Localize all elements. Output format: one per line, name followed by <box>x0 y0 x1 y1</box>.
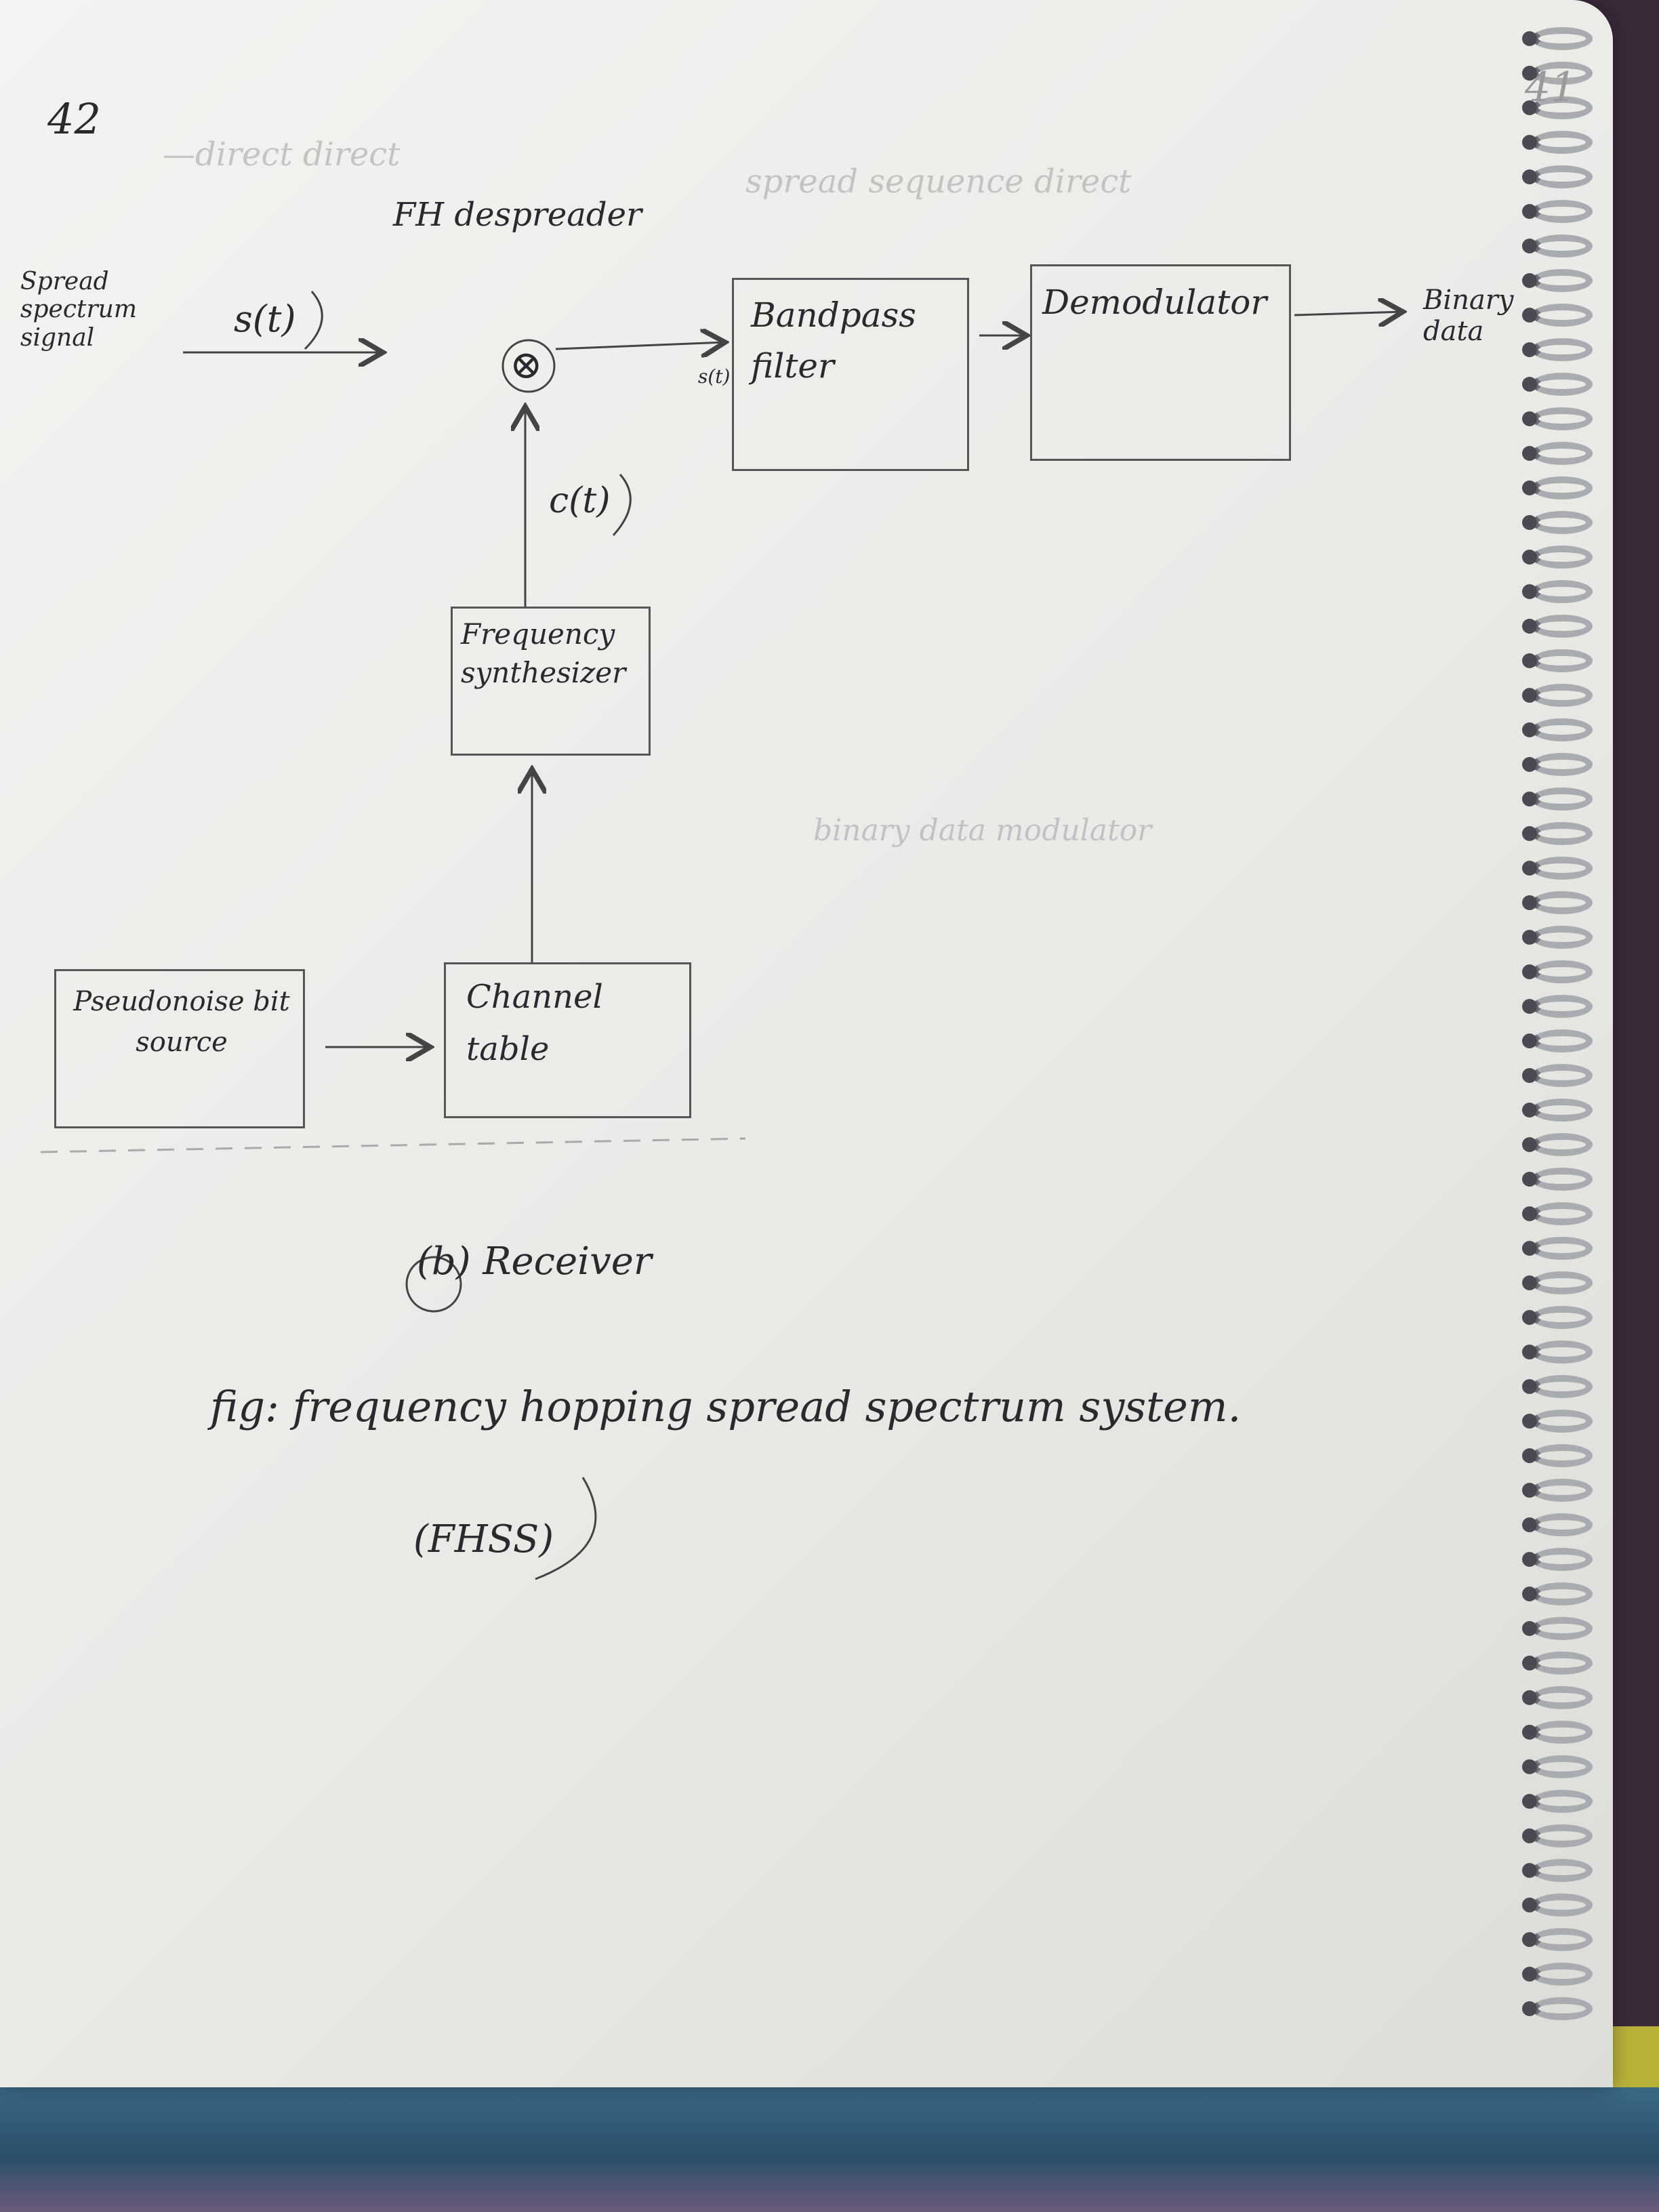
binding-hole <box>1522 1172 1537 1187</box>
c-label-bracket <box>612 474 632 537</box>
binding-hole <box>1522 273 1537 288</box>
fhss-caption: (FHSS) <box>413 1517 554 1561</box>
binding-hole <box>1522 1275 1537 1290</box>
s-label-bracket <box>304 291 323 350</box>
binding-hole <box>1522 169 1537 184</box>
binding-hole <box>1522 1137 1537 1152</box>
figure-caption: fig: frequency hopping spread spectrum s… <box>210 1382 1242 1431</box>
binding-hole <box>1522 1690 1537 1705</box>
fhss-bracket <box>535 1477 597 1580</box>
binding-hole <box>1522 515 1537 530</box>
spiral-binding <box>1511 0 1613 2033</box>
binding-hole <box>1522 792 1537 806</box>
binding-hole <box>1522 1517 1537 1532</box>
binding-hole <box>1522 31 1537 46</box>
binding-hole <box>1522 930 1537 945</box>
binding-hole <box>1522 1068 1537 1083</box>
dashed-boundary <box>40 1137 746 1153</box>
binding-hole <box>1522 688 1537 703</box>
signal-label: s(t) <box>234 298 296 340</box>
binding-hole <box>1522 1414 1537 1429</box>
binding-hole <box>1522 1621 1537 1636</box>
bleed-through-text: —direct direct <box>163 136 401 173</box>
binding-hole <box>1522 619 1537 634</box>
binding-hole <box>1522 999 1537 1014</box>
binding-hole <box>1522 653 1537 668</box>
diagram-wiring <box>40 291 1613 1580</box>
binding-hole <box>1522 1206 1537 1221</box>
filter-input-label: s(t) <box>698 365 731 388</box>
binding-hole <box>1522 1828 1537 1843</box>
bleed-through-text: binary data modulator <box>813 813 1152 848</box>
binding-hole <box>1522 1033 1537 1048</box>
binding-hole <box>1522 722 1537 737</box>
binding-hole <box>1522 964 1537 979</box>
channel-table-label: Channel table <box>466 978 603 1068</box>
demodulator-label: Demodulator <box>1042 283 1267 322</box>
binding-hole <box>1522 66 1537 81</box>
channel-table-block: Channel table <box>444 962 691 1118</box>
page-number: 42 <box>47 94 101 144</box>
binding-hole <box>1522 826 1537 841</box>
notebook-page: —direct direct spread sequence direct bi… <box>0 0 1613 2087</box>
frequency-synthesizer-label: Frequency synthesizer <box>461 617 626 689</box>
binding-hole <box>1522 1932 1537 1947</box>
pn-source-block: Pseudonoise bit source <box>54 969 305 1128</box>
binding-hole <box>1522 861 1537 876</box>
receiver-caption: (b) Receiver <box>417 1240 652 1284</box>
binding-hole <box>1522 1759 1537 1774</box>
binding-hole <box>1522 204 1537 219</box>
binding-hole <box>1522 1345 1537 1359</box>
mixer-circle <box>501 339 556 393</box>
binding-hole <box>1522 342 1537 357</box>
bleed-through-text: spread sequence direct <box>745 163 1132 201</box>
despreader-label: FH despreader <box>393 196 642 234</box>
c-label: c(t) <box>549 480 611 521</box>
binding-hole <box>1522 1794 1537 1809</box>
binding-hole <box>1522 1241 1537 1256</box>
binding-hole <box>1522 1863 1537 1878</box>
binding-hole <box>1522 1310 1537 1325</box>
bandpass-filter-block: Bandpass filter <box>732 278 969 471</box>
part-b-circle <box>405 1256 462 1313</box>
binding-hole <box>1522 446 1537 461</box>
demodulator-block: Demodulator <box>1030 264 1291 461</box>
binding-hole <box>1522 550 1537 565</box>
mixer-symbol: ⊗ <box>510 342 543 388</box>
background-fabric-bottom <box>0 2074 1659 2212</box>
binding-hole <box>1522 895 1537 910</box>
mixer-to-filter-arrow <box>555 342 725 349</box>
binding-hole <box>1522 1656 1537 1671</box>
binding-hole <box>1522 1448 1537 1463</box>
binding-hole <box>1522 757 1537 772</box>
binding-hole <box>1522 411 1537 426</box>
binding-hole <box>1522 1898 1537 1912</box>
binding-hole <box>1522 1552 1537 1567</box>
binding-hole <box>1522 1379 1537 1394</box>
binding-hole <box>1522 135 1537 150</box>
binding-hole <box>1522 1586 1537 1601</box>
binding-hole <box>1522 1725 1537 1740</box>
binding-hole <box>1522 1103 1537 1118</box>
frequency-synthesizer-block: Frequency synthesizer <box>451 607 651 756</box>
binding-hole <box>1522 2001 1537 2016</box>
binding-hole <box>1522 1483 1537 1498</box>
binding-hole <box>1522 584 1537 599</box>
demod-to-output-arrow <box>1294 312 1403 315</box>
binding-hole <box>1522 377 1537 392</box>
corner-page-number: 41 <box>1525 64 1577 111</box>
binding-hole <box>1522 239 1537 253</box>
pn-source-label: Pseudonoise bit source <box>73 986 290 1058</box>
bandpass-filter-label: Bandpass filter <box>751 295 916 386</box>
binding-hole <box>1522 308 1537 323</box>
binding-hole <box>1522 480 1537 495</box>
output-label: Binary data <box>1423 285 1514 347</box>
input-signal-label: Spread spectrum signal <box>20 268 137 352</box>
binding-hole <box>1522 100 1537 115</box>
binding-hole <box>1522 1967 1537 1982</box>
